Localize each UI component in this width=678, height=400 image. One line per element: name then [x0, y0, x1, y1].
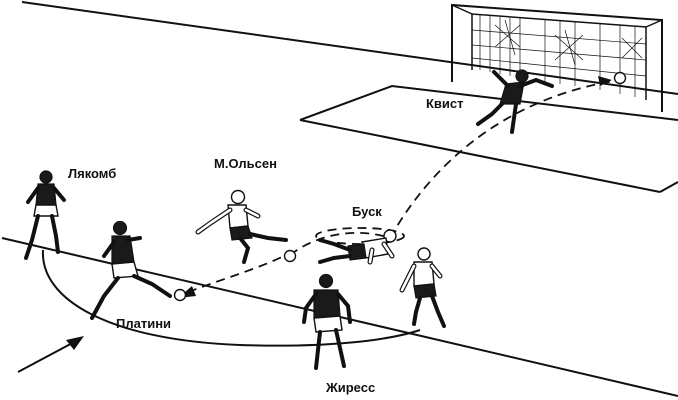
player-kvist: [476, 69, 554, 134]
player-defender-right: [399, 247, 446, 328]
ball-trajectories: [178, 76, 621, 298]
goal-area-box: [299, 84, 678, 121]
attack-direction-arrow: [17, 336, 84, 373]
label-zhiress: Жиресс: [325, 380, 375, 395]
torso: [499, 81, 525, 105]
penalty-arc: [41, 249, 421, 347]
ball-olsen: [283, 249, 297, 263]
label-lyakomb: Лякомб: [68, 166, 116, 181]
pass-olsen-to-busk: [289, 231, 391, 256]
player-platini: [90, 220, 172, 320]
ball-platini: [173, 288, 187, 302]
goal-back-frame: [471, 13, 647, 100]
goal-frame: [451, 3, 663, 112]
label-platini: Платини: [116, 316, 171, 331]
head: [230, 189, 246, 205]
player-lyakomb: [24, 170, 66, 260]
label-olsen: М.Ольсен: [214, 156, 277, 171]
ball-goal: [613, 71, 627, 85]
label-kvist: Квист: [426, 96, 464, 111]
player-olsen: [195, 189, 288, 264]
goal-area-side: [659, 181, 678, 193]
shot-arrowhead: [598, 76, 612, 86]
goal-line: [21, 1, 678, 95]
shot-trajectory: [389, 79, 621, 239]
player-zhiress: [302, 273, 352, 370]
head: [112, 220, 128, 236]
goal-net: [471, 15, 647, 97]
label-busk: Буск: [352, 204, 382, 219]
head: [318, 273, 334, 289]
head: [515, 69, 529, 83]
pass-platini-to-olsen: [187, 254, 287, 293]
goal-area-front-line: [299, 119, 661, 193]
head: [39, 170, 53, 184]
player-busk: [318, 229, 397, 265]
goal: [451, 3, 663, 112]
head: [417, 247, 431, 261]
head: [383, 229, 397, 243]
